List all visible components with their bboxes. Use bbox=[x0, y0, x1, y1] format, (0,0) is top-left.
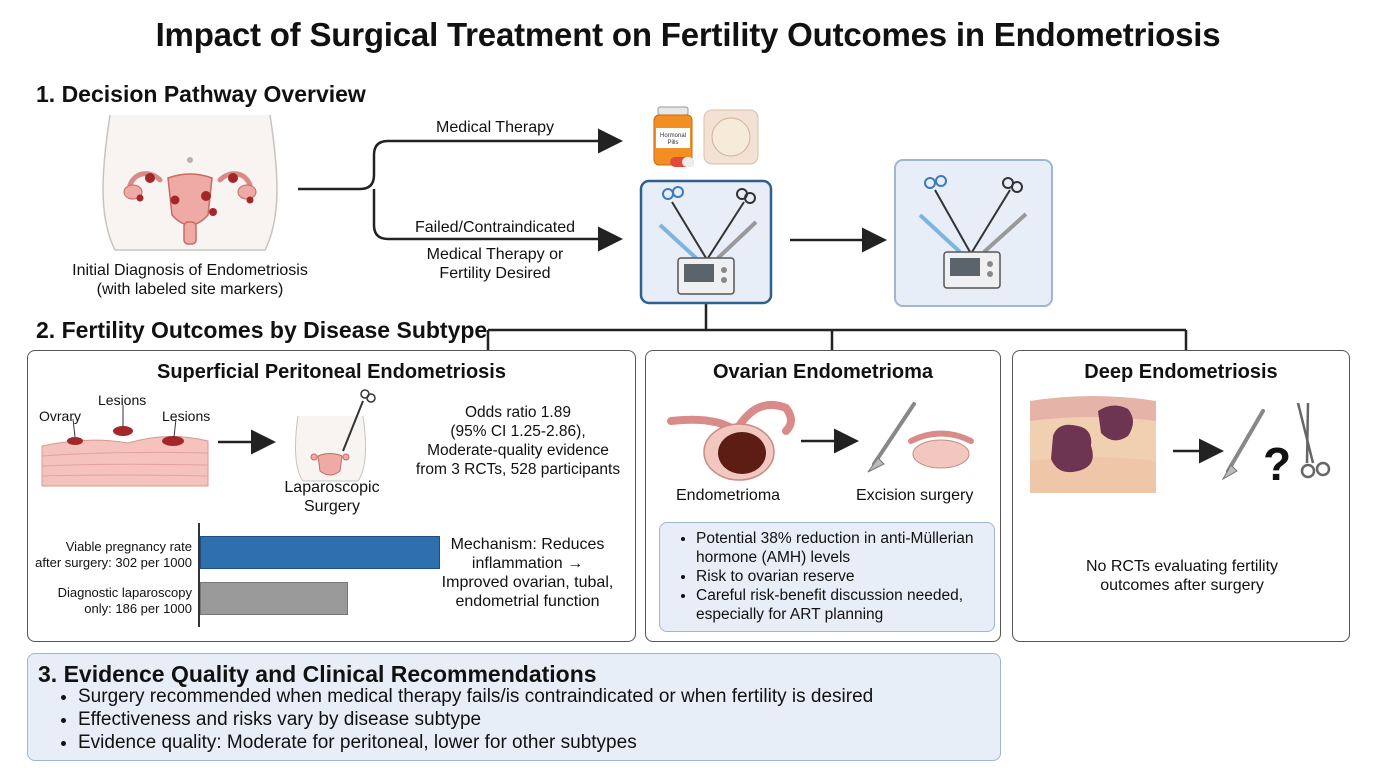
bar-label-surgery: Viable pregnancy rate after surgery: 302… bbox=[35, 539, 192, 570]
ovarian-bullet: Careful risk-benefit discussion needed, … bbox=[696, 586, 986, 624]
laparoscopic-tools-icon bbox=[658, 186, 758, 260]
pathway-connectors bbox=[298, 128, 1188, 350]
odds-ratio-text: Odds ratio 1.89 (95% CI 1.25-2.86), Mode… bbox=[415, 404, 621, 478]
scalpel-icon bbox=[1221, 409, 1265, 481]
laparoscopic-surgery-label: Laparoscopic Surgery bbox=[284, 479, 380, 515]
surgical-tools-box-outcome bbox=[894, 159, 1053, 307]
medication-icon: Hormonal Pills bbox=[653, 106, 759, 167]
endometrioma-label: Endometrioma bbox=[676, 487, 781, 504]
recommendation-bullet: Surgery recommended when medical therapy… bbox=[78, 685, 873, 708]
deep-illustration bbox=[1030, 396, 1331, 493]
label-ovary: Ovrary bbox=[39, 408, 81, 424]
laparoscopic-surgery-icon bbox=[295, 389, 376, 482]
peritoneum-tissue-illustration bbox=[41, 405, 209, 487]
recommendation-bullet: Effectiveness and risks vary by disease … bbox=[78, 708, 873, 731]
section3-heading: 3. Evidence Quality and Clinical Recomme… bbox=[38, 661, 597, 687]
ovarian-bullet: Risk to ovarian reserve bbox=[696, 567, 986, 586]
recommendation-bullet: Evidence quality: Moderate for peritonea… bbox=[78, 731, 873, 754]
endometrioma-illustration bbox=[667, 400, 974, 481]
uterus-diagnosis-illustration bbox=[102, 114, 278, 251]
laparoscopy-tower-icon bbox=[677, 257, 735, 295]
peritoneal-title: Superficial Peritoneal Endometriosis bbox=[157, 361, 506, 383]
evidence-box: 3. Evidence Quality and Clinical Recomme… bbox=[27, 653, 1001, 761]
bar-axis bbox=[198, 523, 200, 627]
ovarian-panel: Ovarian Endometrioma Endometrioma Excisi… bbox=[645, 350, 1001, 642]
laparoscopic-tools-icon bbox=[918, 175, 1028, 254]
excised-ovary-icon bbox=[908, 430, 974, 469]
label-lesions-right: Lesions bbox=[162, 408, 211, 424]
surgical-branch-label: Failed/Contraindicated Medical Therapy o… bbox=[414, 219, 576, 282]
bar-label-diagnostic: Diagnostic laparoscopy only: 186 per 100… bbox=[57, 585, 192, 616]
forceps-icon bbox=[1296, 402, 1331, 479]
bar-viable-pregnancy-surgery bbox=[200, 536, 440, 569]
page-title: Impact of Surgical Treatment on Fertilit… bbox=[155, 16, 1221, 53]
laparoscopy-tower-icon bbox=[943, 251, 1001, 289]
section1-heading: 1. Decision Pathway Overview bbox=[36, 81, 366, 107]
diagnosis-label: Initial Diagnosis of Endometriosis (with… bbox=[72, 262, 308, 298]
ovarian-bullet: Potential 38% reduction in anti-Mülleria… bbox=[696, 529, 986, 567]
deep-title: Deep Endometriosis bbox=[1084, 361, 1278, 383]
scalpel-icon bbox=[867, 402, 916, 473]
ovary-cyst-icon bbox=[667, 400, 795, 481]
deep-note: No RCTs evaluating fertility outcomes af… bbox=[1085, 558, 1279, 594]
mechanism-text: Mechanism: Reduces inflammation → Improv… bbox=[441, 536, 614, 610]
svg-text:Hormonal: Hormonal bbox=[660, 133, 686, 139]
ovarian-title: Ovarian Endometrioma bbox=[712, 361, 934, 383]
pathway-diagram: Hormonal Pills bbox=[102, 106, 1188, 350]
peritoneal-panel: Superficial Peritoneal Endometriosis bbox=[27, 350, 636, 642]
ovarian-risk-box: Potential 38% reduction in anti-Mülleria… bbox=[659, 522, 995, 632]
deep-panel: Deep Endometriosis ? No RCTs evaluating bbox=[1012, 350, 1350, 642]
deep-lesion-tissue-icon bbox=[1030, 396, 1156, 493]
svg-text:Pills: Pills bbox=[667, 140, 678, 146]
peritoneal-illustration bbox=[41, 389, 376, 487]
label-lesions-top: Lesions bbox=[98, 392, 147, 408]
bar-diagnostic-laparoscopy bbox=[200, 582, 348, 615]
medical-therapy-label: Medical Therapy bbox=[436, 119, 554, 136]
question-mark-icon: ? bbox=[1263, 438, 1292, 490]
excision-surgery-label: Excision surgery bbox=[856, 487, 974, 504]
section2-heading: 2. Fertility Outcomes by Disease Subtype bbox=[36, 317, 488, 343]
